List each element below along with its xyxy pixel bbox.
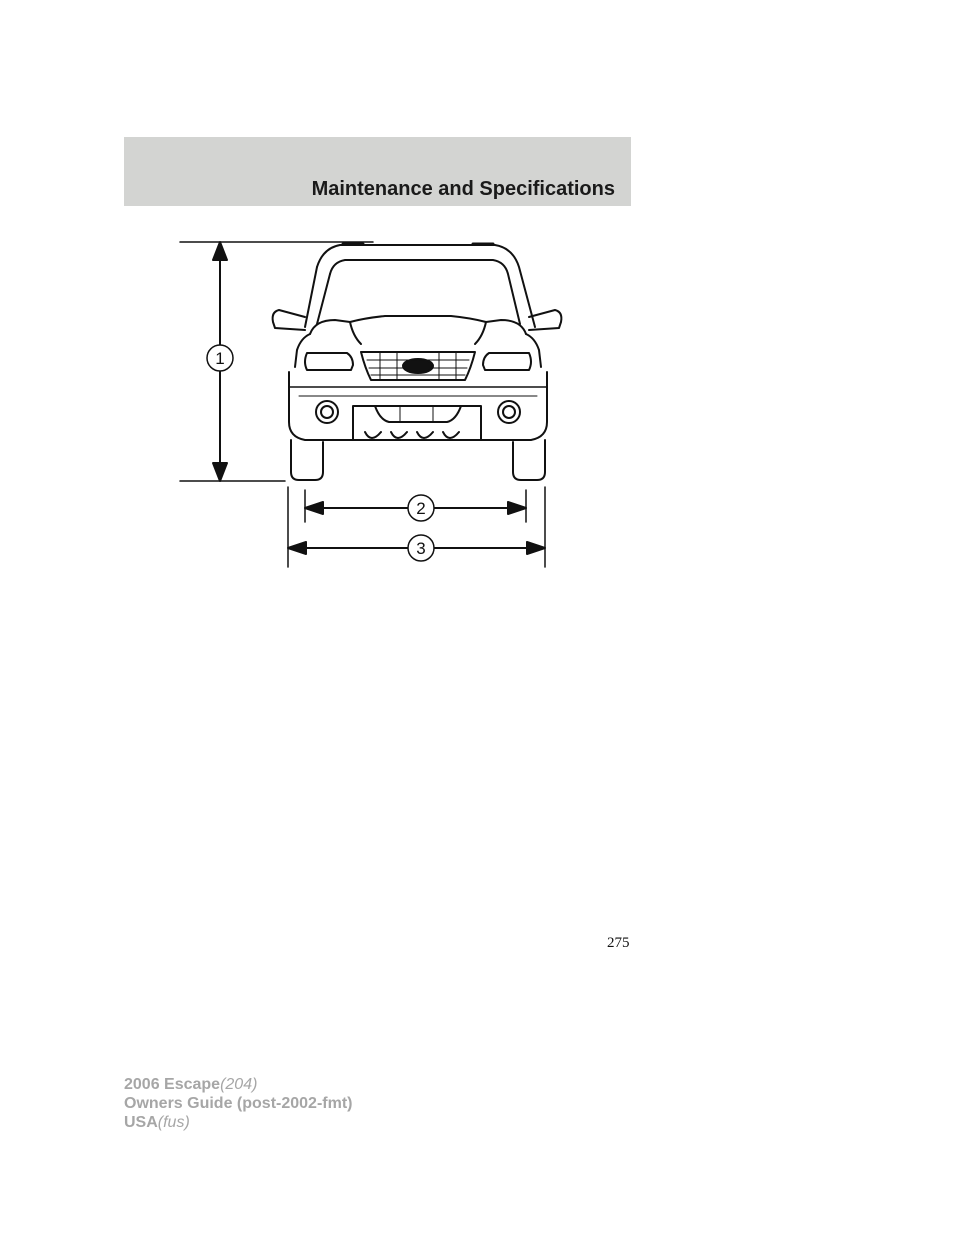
section-header: Maintenance and Specifications bbox=[124, 137, 631, 206]
footer-model-code: (204) bbox=[220, 1076, 258, 1093]
page-number: 275 bbox=[607, 935, 630, 951]
callout-1: 1 bbox=[215, 349, 224, 368]
footer-guide: Owners Guide (post-2002-fmt) bbox=[124, 1095, 353, 1112]
vehicle-front-view-icon: 1 2 3 bbox=[179, 241, 563, 568]
document-footer: 2006 Escape(204) Owners Guide (post-2002… bbox=[124, 1075, 352, 1132]
vehicle-dimensions-diagram: 1 2 3 bbox=[175, 232, 575, 572]
callout-2: 2 bbox=[416, 499, 425, 518]
footer-model: 2006 Escape bbox=[124, 1076, 221, 1093]
footer-market: USA bbox=[124, 1114, 158, 1131]
footer-line-3: USA(fus) bbox=[124, 1113, 352, 1132]
footer-market-code: (fus) bbox=[157, 1114, 190, 1131]
footer-line-1: 2006 Escape(204) bbox=[124, 1075, 352, 1094]
callout-3: 3 bbox=[416, 539, 425, 558]
section-title: Maintenance and Specifications bbox=[311, 178, 615, 200]
footer-line-2: Owners Guide (post-2002-fmt) bbox=[124, 1094, 352, 1113]
